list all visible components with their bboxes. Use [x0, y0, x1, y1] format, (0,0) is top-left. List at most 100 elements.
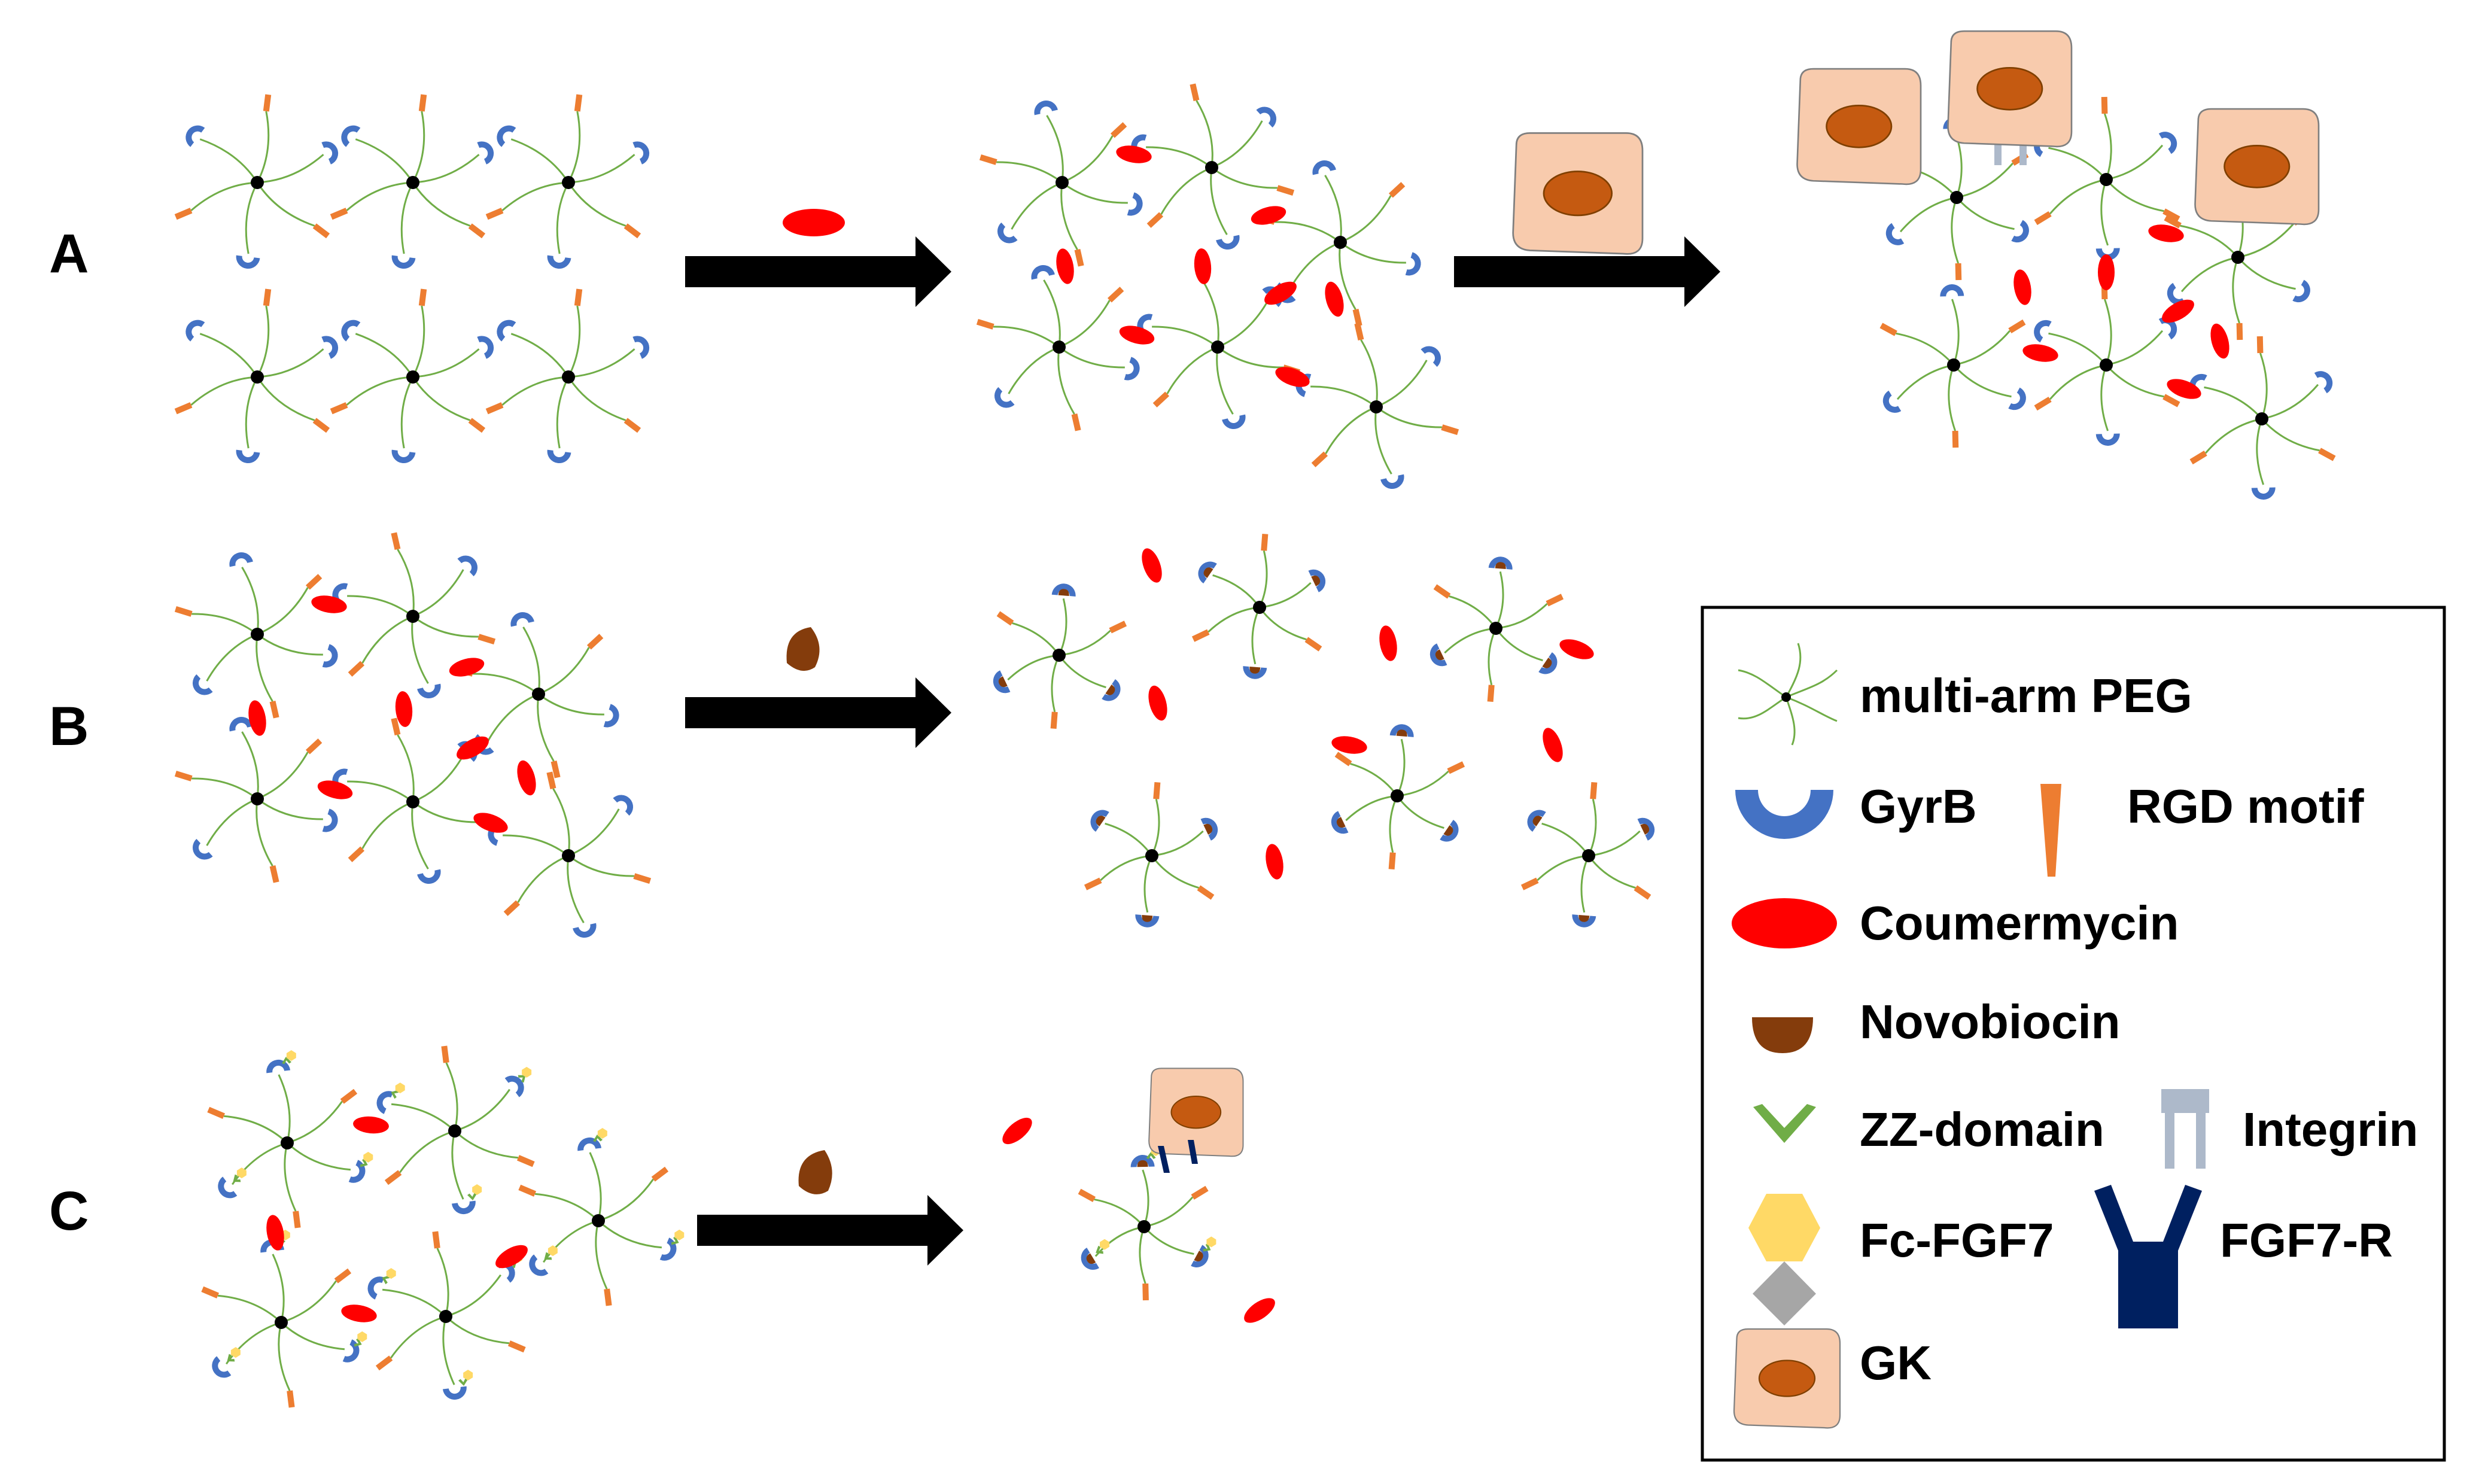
coumermycin-b2-5 — [1543, 728, 1563, 762]
coumermycin-c1-0 — [353, 1116, 389, 1134]
gk-cell-a-1 — [1796, 68, 1922, 186]
coumermycin-reagent-a — [783, 209, 845, 236]
coumermycin-a2-7 — [1275, 367, 1310, 387]
coumermycin-a2-6 — [1325, 281, 1344, 317]
coumermycin-a3-3 — [2162, 299, 2194, 323]
gk-cell-a-3 — [2194, 108, 2320, 226]
peg-node-b2-1 — [1191, 533, 1326, 679]
peg-node-c1-4 — [518, 1127, 685, 1306]
coumermycin-b1-7 — [473, 813, 508, 833]
legend-label-peg: multi-arm PEG — [1860, 669, 2192, 722]
legend-label-rgd: RGD motif — [2127, 780, 2364, 833]
arrow-a2 — [1454, 236, 1720, 307]
peg-networks — [174, 83, 2336, 1408]
coumermycin-a3-1 — [2098, 254, 2115, 290]
coumermycin-b2-3 — [1148, 685, 1167, 721]
legend-label-coumermycin: Coumermycin — [1860, 896, 2179, 950]
coumermycin-b1-0 — [311, 595, 347, 613]
coumermycin-a2-1 — [1251, 206, 1286, 225]
peg-node-c2-0 — [1078, 1145, 1216, 1301]
peg-node-b2-4 — [1331, 724, 1465, 870]
coumermycin-c2-0 — [1002, 1117, 1032, 1145]
novobiocin-reagent-b — [786, 627, 820, 671]
peg-node-a1-4 — [330, 288, 494, 464]
row-label-b: B — [49, 696, 89, 757]
gyrb-legend-icon — [1735, 790, 1833, 839]
coumermycin-b1-5 — [317, 780, 353, 799]
legend-label-integrin: Integrin — [2243, 1103, 2418, 1156]
peg-node-c1-0 — [207, 1050, 373, 1228]
peg-node-b2-0 — [993, 583, 1127, 729]
coumermycin-b2-0 — [1142, 548, 1162, 583]
legend-label-fgf7r: FGF7-R — [2220, 1214, 2393, 1267]
peg-node-a1-2 — [485, 94, 650, 269]
coumermycin-legend-icon — [1732, 898, 1837, 948]
coumermycin-a3-2 — [2148, 224, 2184, 242]
peg-node-a1-5 — [485, 288, 650, 464]
coumermycin-a2-0 — [1116, 145, 1152, 163]
peg-node-a1-0 — [174, 94, 339, 269]
integrin-legend-icon — [2161, 1089, 2209, 1169]
peg-node-a2-1 — [1131, 83, 1295, 250]
coumermycin-b1-3 — [395, 691, 413, 727]
coumermycin-a3-4 — [2210, 323, 2229, 359]
peg-node-a1-1 — [330, 94, 494, 269]
peg-legend-icon — [1738, 643, 1838, 746]
peg-node-a2-5 — [1295, 323, 1459, 489]
fc-hexagon-legend-icon — [1748, 1194, 1820, 1261]
peg-node-a3-3 — [2034, 282, 2180, 446]
peg-node-b1-5 — [488, 771, 652, 938]
coumermycin-b1-1 — [449, 658, 485, 677]
legend-frame — [1701, 606, 2446, 1462]
peg-node-a2-2 — [976, 265, 1140, 431]
fc-diamond-legend-icon — [1753, 1261, 1816, 1325]
novobiocin-legend-icon — [1752, 1017, 1813, 1053]
coumermycin-a3-0 — [2013, 269, 2031, 305]
coumermycin-c1-3 — [341, 1304, 377, 1322]
coumermycin-b2-1 — [1379, 625, 1397, 661]
legend-label-fcfgf7: Fc-FGF7 — [1860, 1214, 2054, 1267]
legend-label-zz: ZZ-domain — [1860, 1103, 2104, 1156]
coumermycin-b2-4 — [1331, 736, 1367, 754]
legend-label-gyrb: GyrB — [1860, 780, 1977, 833]
coumermycin-c1-2 — [495, 1245, 528, 1269]
peg-node-c1-1 — [376, 1045, 535, 1215]
legend-label-novobiocin: Novobiocin — [1860, 995, 2121, 1048]
coumermycin-c2-1 — [1244, 1298, 1275, 1323]
arrow-b — [685, 677, 951, 748]
peg-node-b1-2 — [174, 717, 338, 883]
fgf7-receptor-c — [1158, 1140, 1198, 1173]
peg-node-b2-2 — [1429, 556, 1564, 703]
coumermycin-a3-5 — [2022, 344, 2058, 362]
arrow-c — [697, 1195, 963, 1266]
rgd-legend-icon — [2040, 784, 2061, 877]
gk-cell-a-2 — [1947, 30, 2073, 148]
peg-node-b2-3 — [1084, 781, 1218, 928]
legend-label-gk: GK — [1860, 1336, 1932, 1389]
coumermycin-a3-6 — [2167, 379, 2201, 399]
coumermycin-a2-4 — [1264, 281, 1297, 305]
peg-node-b2-5 — [1520, 781, 1655, 928]
peg-node-b1-1 — [332, 532, 496, 698]
gk-cell-c — [1148, 1068, 1244, 1157]
peg-node-a3-2 — [1879, 284, 2026, 448]
row-label-a: A — [49, 223, 89, 284]
arrow-a1 — [685, 236, 951, 307]
coumermycin-a2-5 — [1119, 326, 1155, 345]
gk-legend-icon — [1733, 1328, 1841, 1429]
legend: multi-arm PEG GyrB RGD motif Coumermycin… — [1701, 606, 2446, 1462]
peg-node-c1-2 — [201, 1229, 367, 1408]
peg-node-b1-0 — [174, 552, 338, 719]
coumermycin-b1-4 — [457, 736, 489, 760]
row-label-c: C — [49, 1181, 89, 1242]
coumermycin-b1-6 — [517, 760, 536, 796]
peg-node-a3-5 — [2189, 336, 2336, 500]
gk-cell-reagent-a — [1512, 132, 1644, 255]
coumermycin-a2-2 — [1056, 248, 1074, 284]
fgf7r-legend-icon — [2094, 1185, 2202, 1328]
coumermycin-b1-2 — [248, 700, 266, 736]
coumermycin-b2-2 — [1559, 639, 1594, 659]
coumermycin-c1-1 — [266, 1215, 284, 1251]
peg-node-b1-4 — [455, 612, 619, 779]
